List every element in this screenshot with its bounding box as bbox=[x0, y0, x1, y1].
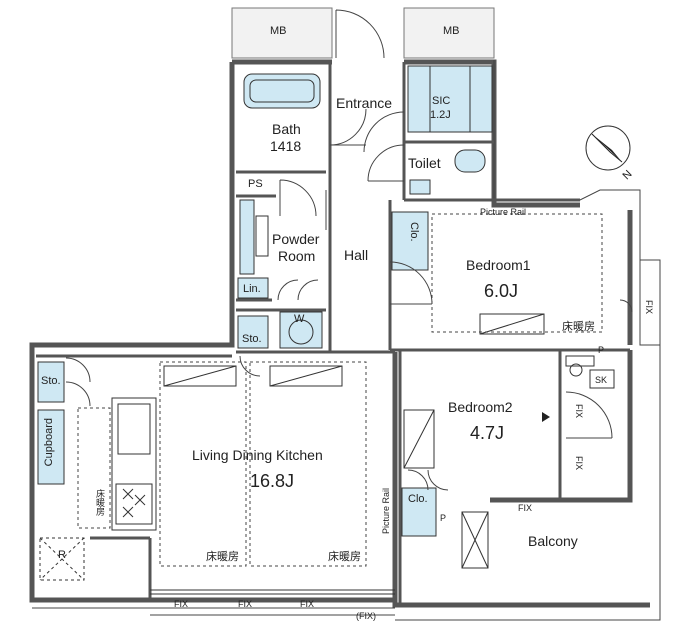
kitchen-counter bbox=[111, 397, 157, 531]
sto-small-box bbox=[237, 315, 269, 349]
bed2-arrow bbox=[542, 412, 550, 422]
powder-sink bbox=[239, 199, 255, 275]
w-label: W bbox=[294, 313, 305, 325]
fix-right-top-label: FIX bbox=[644, 300, 654, 315]
bottom-windows bbox=[150, 589, 395, 595]
ldk-size-label: 16.8J bbox=[250, 471, 295, 491]
powder-label: Powder bbox=[272, 231, 320, 247]
room-label: Room bbox=[278, 248, 316, 264]
p-top-label: P bbox=[598, 345, 605, 355]
mb-left-box bbox=[231, 7, 333, 59]
fix-bottom-2-label: FIX bbox=[238, 599, 253, 609]
bed2-panel bbox=[403, 409, 435, 469]
door-swing-icon bbox=[65, 9, 633, 491]
ldk-label: Living Dining Kitchen bbox=[192, 447, 323, 463]
mb-left-label: MB bbox=[270, 25, 287, 37]
r-label: R bbox=[58, 549, 66, 561]
bedroom1-label: Bedroom1 bbox=[466, 257, 531, 273]
floor-heat-bed1-label: 床暖房 bbox=[562, 321, 595, 333]
bath-size-label: 1418 bbox=[270, 138, 302, 154]
sto-kitchen-label: Sto. bbox=[41, 375, 61, 387]
entrance-label: Entrance bbox=[336, 95, 393, 111]
toilet-label: Toilet bbox=[408, 155, 441, 171]
picture-rail-top-label: Picture Rail bbox=[480, 207, 527, 217]
picture-rail-side-label: Picture Rail bbox=[381, 488, 391, 535]
fridge-box bbox=[39, 537, 85, 581]
sk-box bbox=[589, 369, 615, 389]
bed1-heating-area bbox=[431, 213, 603, 333]
mb-right-label: MB bbox=[443, 25, 460, 37]
ldk-heating-left bbox=[159, 361, 247, 567]
lin-label: Lin. bbox=[243, 283, 261, 295]
balcony-label: Balcony bbox=[528, 533, 578, 549]
sk-label: SK bbox=[595, 375, 608, 385]
kitchen-sto-box bbox=[37, 361, 65, 403]
bed2-closet bbox=[401, 487, 437, 537]
fix-bottom-paren-label: (FIX) bbox=[356, 611, 376, 621]
sk-circle bbox=[569, 363, 583, 377]
bath-label: Bath bbox=[272, 121, 301, 137]
fix-bed2-b-label: FIX bbox=[574, 456, 584, 471]
floor-heat-ldk-left-label: 床暖房 bbox=[206, 551, 239, 563]
bedroom2-size-label: 4.7J bbox=[470, 423, 505, 443]
bed1-closet bbox=[391, 211, 429, 271]
sic-size-label: 1.2J bbox=[430, 109, 451, 121]
washer-box bbox=[279, 311, 323, 349]
toilet-fixture bbox=[454, 149, 486, 173]
cupboard-box bbox=[37, 409, 65, 485]
bedroom1-size-label: 6.0J bbox=[484, 281, 519, 301]
lin-box bbox=[237, 277, 269, 299]
cupboard-label: Cupboard bbox=[43, 418, 55, 467]
p-bottom-label: P bbox=[440, 513, 447, 523]
bedroom2-label: Bedroom2 bbox=[448, 399, 513, 415]
sic-label: SIC bbox=[432, 95, 451, 107]
sto-small-label: Sto. bbox=[242, 333, 262, 345]
fix-bed2-a-label: FIX bbox=[574, 404, 584, 419]
ps-label: PS bbox=[248, 178, 263, 190]
bathtub bbox=[243, 73, 321, 109]
clo-bed1-label: Clo. bbox=[408, 222, 420, 242]
fix-balcony-label: FIX bbox=[518, 503, 533, 513]
floor-heat-ldk-right-label: 床暖房 bbox=[328, 551, 361, 563]
stove-burners bbox=[122, 488, 146, 518]
interior-walls bbox=[36, 62, 630, 605]
floor-heat-kitchen-label: 床暖房 bbox=[96, 489, 106, 517]
sic-fixture bbox=[407, 65, 493, 133]
ldk-heating-right bbox=[249, 361, 367, 567]
fix-bottom-1-label: FIX bbox=[174, 599, 189, 609]
hall-label: Hall bbox=[344, 247, 369, 263]
fix-bottom-3-label: FIX bbox=[300, 599, 315, 609]
kitchen-heating-area bbox=[77, 407, 111, 529]
mb-right-box bbox=[403, 7, 495, 59]
compass-icon bbox=[585, 125, 631, 171]
balcony-unit bbox=[461, 511, 489, 569]
clo-bed2-label: Clo. bbox=[408, 493, 428, 505]
